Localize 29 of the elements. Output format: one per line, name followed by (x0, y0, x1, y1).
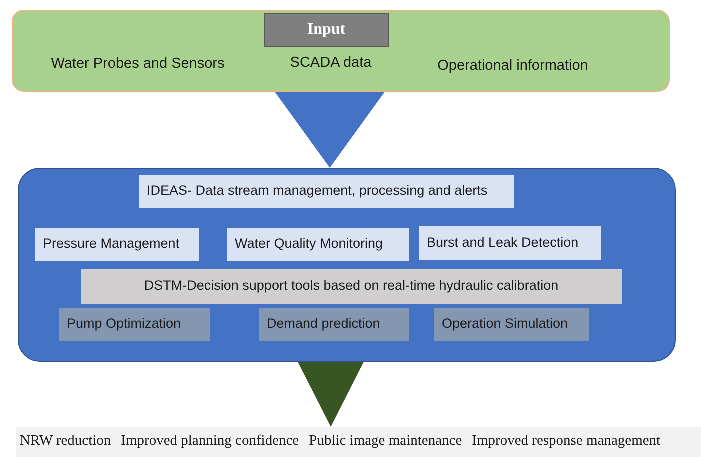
item-label: Burst and Leak Detection (427, 234, 579, 252)
item-label: Improved response management (472, 432, 661, 452)
item-label: DSTM-Decision support tools based on real-time hydraulic calibration (144, 277, 559, 296)
outcomes-band (16, 427, 701, 457)
module-box (419, 226, 601, 260)
module-box (139, 175, 514, 208)
module-box (227, 228, 409, 261)
input-panel (12, 10, 670, 92)
heading-box (264, 13, 389, 47)
item-label: NRW reduction (20, 432, 112, 452)
item-label: SCADA data (289, 54, 373, 73)
item-label: Pump Optimization (67, 315, 182, 334)
item-label: Improved planning confidence (121, 432, 300, 452)
item-label: Pressure Management (43, 235, 180, 254)
tool-box (434, 308, 589, 341)
item-label: Public image maintenance (309, 432, 462, 452)
item-label: Input (307, 20, 346, 40)
item-label: Water Quality Monitoring (235, 235, 384, 254)
tools-bar (81, 269, 622, 304)
tool-box (59, 308, 210, 341)
tool-box (259, 308, 409, 341)
flow-arrow (275, 92, 385, 168)
item-label: Operational information (436, 57, 590, 76)
flow-arrow (298, 362, 364, 427)
item-label: IDEAS- Data stream management, processing and alerts (147, 182, 488, 200)
item-label: Operation Simulation (442, 315, 568, 334)
module-box (35, 228, 199, 261)
item-label: Demand prediction (267, 315, 380, 334)
item-label: Water Probes and Sensors (50, 55, 226, 74)
